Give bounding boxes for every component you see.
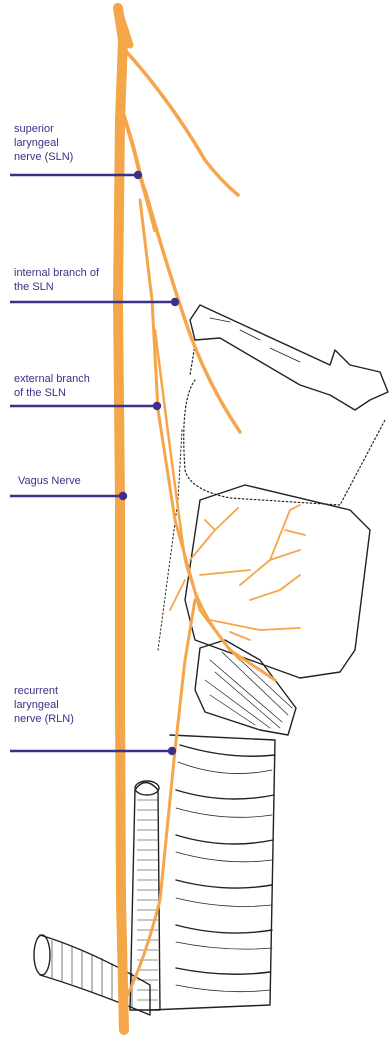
hyoid-bone [190,305,388,410]
label-superior-laryngeal-nerve: superior laryngeal nerve (SLN) [14,122,73,164]
label-external-branch: external branch of the SLN [14,372,90,400]
internal-branch-sln [145,190,240,432]
label-vagus-nerve: Vagus Nerve [18,474,81,488]
label-internal-branch: internal branch of the SLN [14,266,99,294]
external-branch-sln [140,200,275,680]
thyroid-membrane [184,345,385,505]
thyroid-cartilage [185,485,370,678]
label-recurrent-laryngeal-nerve: recurrent laryngeal nerve (RLN) [14,684,74,726]
vagus-nerve [118,8,124,1030]
sln-upper-branch [125,50,238,195]
trachea [150,735,275,1010]
